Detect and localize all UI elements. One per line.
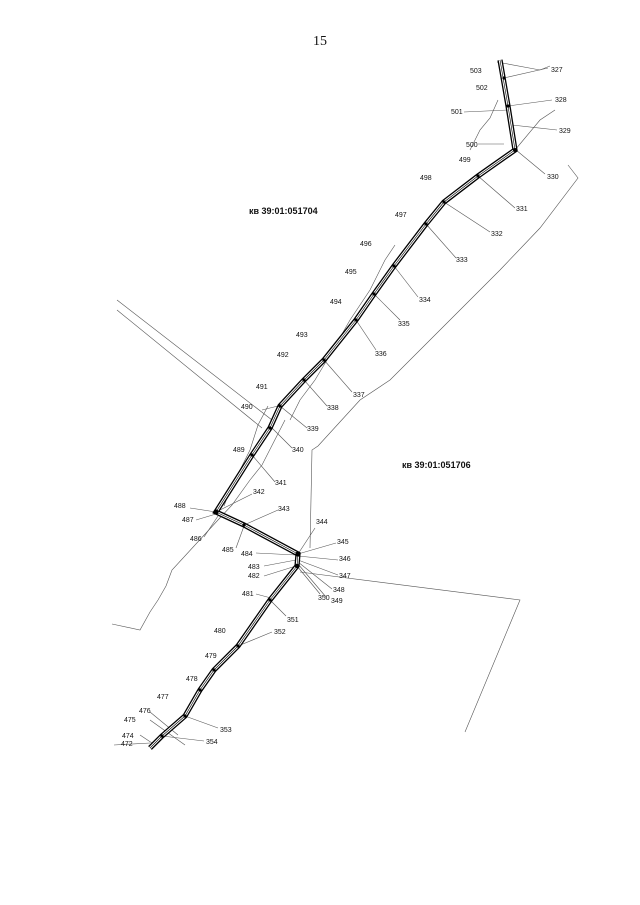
point-label: 327 — [551, 67, 563, 74]
point-label: 352 — [274, 629, 286, 636]
point-label: 346 — [339, 556, 351, 563]
point-label: 483 — [248, 564, 260, 571]
point-label: 497 — [395, 212, 407, 219]
point-label: 354 — [206, 739, 218, 746]
point-label: 343 — [278, 506, 290, 513]
point-label: 353 — [220, 727, 232, 734]
quarter-label-upper: кв 39:01:051704 — [249, 206, 318, 216]
point-label: 496 — [360, 241, 372, 248]
point-label: 472 — [121, 741, 133, 748]
point-label: 475 — [124, 717, 136, 724]
point-label: 481 — [242, 591, 254, 598]
point-label: 349 — [331, 598, 343, 605]
point-label: 339 — [307, 426, 319, 433]
point-label: 479 — [205, 653, 217, 660]
point-label: 341 — [275, 480, 287, 487]
point-label: 493 — [296, 332, 308, 339]
point-label: 500 — [466, 142, 478, 149]
point-label: 477 — [157, 694, 169, 701]
point-label: 490 — [241, 404, 253, 411]
point-label: 329 — [559, 128, 571, 135]
point-label: 351 — [287, 617, 299, 624]
vertex-points — [160, 76, 517, 738]
point-label: 494 — [330, 299, 342, 306]
point-label: 342 — [253, 489, 265, 496]
point-label: 501 — [451, 109, 463, 116]
point-label: 503 — [470, 68, 482, 75]
point-label: 492 — [277, 352, 289, 359]
left-point-labels: 503 502 501 500 499 498 497 496 495 494 … — [121, 68, 488, 748]
point-label: 335 — [398, 321, 410, 328]
page-number: 15 — [313, 34, 327, 49]
point-label: 344 — [316, 519, 328, 526]
quarter-label-lower: кв 39:01:051706 — [402, 460, 471, 470]
point-label: 348 — [333, 587, 345, 594]
parcel-boundaries — [111, 61, 579, 746]
point-label: 476 — [139, 708, 151, 715]
point-label: 334 — [419, 297, 431, 304]
point-label: 499 — [459, 157, 471, 164]
point-label: 486 — [190, 536, 202, 543]
point-label: 330 — [547, 174, 559, 181]
point-label: 502 — [476, 85, 488, 92]
point-label: 338 — [327, 405, 339, 412]
point-label: 491 — [256, 384, 268, 391]
point-label: 347 — [339, 573, 351, 580]
point-label: 336 — [375, 351, 387, 358]
point-label: 328 — [555, 97, 567, 104]
point-label: 488 — [174, 503, 186, 510]
point-label: 331 — [516, 206, 528, 213]
point-label: 495 — [345, 269, 357, 276]
point-label: 487 — [182, 517, 194, 524]
point-label: 489 — [233, 447, 245, 454]
point-label: 337 — [353, 392, 365, 399]
right-point-labels: 327 328 329 330 331 332 333 334 335 336 … — [206, 67, 571, 746]
point-label: 333 — [456, 257, 468, 264]
point-label: 345 — [337, 539, 349, 546]
point-label: 350 — [318, 595, 330, 602]
point-label: 485 — [222, 547, 234, 554]
point-label: 474 — [122, 733, 134, 740]
point-label: 498 — [420, 175, 432, 182]
point-label: 480 — [214, 628, 226, 635]
point-label: 482 — [248, 573, 260, 580]
point-label: 478 — [186, 676, 198, 683]
point-label: 332 — [491, 231, 503, 238]
point-label: 340 — [292, 447, 304, 454]
point-label: 484 — [241, 551, 253, 558]
